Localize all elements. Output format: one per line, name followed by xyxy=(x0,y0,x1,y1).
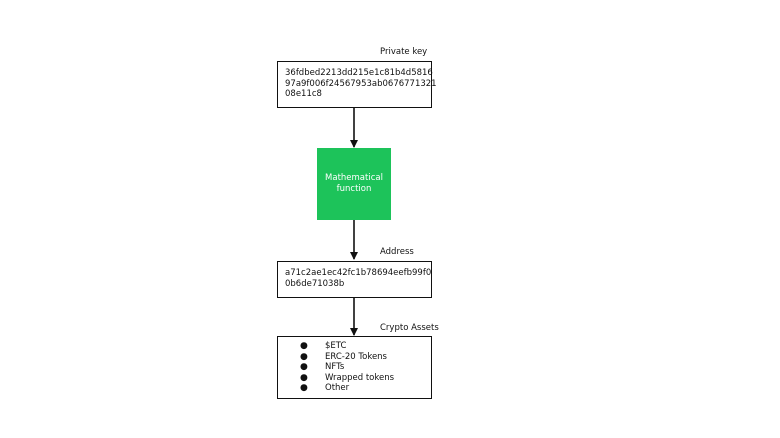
function-line-2: function xyxy=(336,184,372,194)
asset-label: Wrapped tokens xyxy=(325,372,395,383)
address-line-1: a71c2ae1ec42fc1b78694eefb99f0 xyxy=(285,268,432,278)
crypto-assets-list: ● $ETC ● ERC-20 Tokens ● NFTs ● Wrapped toke… xyxy=(278,341,431,394)
mathematical-function-box: Mathematical function xyxy=(317,148,391,220)
bullet-icon: ● xyxy=(300,351,308,362)
asset-label: Other xyxy=(325,383,350,394)
address-box: a71c2ae1ec42fc1b78694eefb99f0 0b6de71038… xyxy=(277,261,432,298)
bullet-icon: ● xyxy=(300,372,308,383)
private-key-line-1: 36fdbed2213dd215e1c81b4d5816 xyxy=(285,68,433,78)
list-item: ● Other xyxy=(278,383,431,394)
private-key-line-2: 97a9f006f24567953ab0676771321 xyxy=(285,78,437,89)
bullet-icon: ● xyxy=(300,383,308,394)
private-key-line-3: 08e11c8 xyxy=(285,89,322,99)
asset-label: $ETC xyxy=(325,341,347,351)
private-key-label: Private key xyxy=(380,47,428,57)
crypto-assets-box: ● $ETC ● ERC-20 Tokens ● NFTs ● Wrapped toke… xyxy=(277,336,432,399)
asset-label: ERC-20 Tokens xyxy=(325,351,387,362)
crypto-assets-label: Crypto Assets xyxy=(380,323,439,333)
list-item: ● Wrapped tokens xyxy=(278,373,431,384)
list-item: ● NFTs xyxy=(278,362,431,373)
address-label: Address xyxy=(380,247,414,257)
asset-label: NFTs xyxy=(325,362,345,373)
function-line-1: Mathematical xyxy=(325,173,383,183)
address-line-2: 0b6de71038b xyxy=(285,278,345,289)
private-key-box: 36fdbed2213dd215e1c81b4d5816 97a9f006f24… xyxy=(277,61,437,108)
list-item: ● ERC-20 Tokens xyxy=(278,352,431,363)
bullet-icon: ● xyxy=(300,362,308,373)
list-item: ● $ETC xyxy=(278,341,431,352)
bullet-icon: ● xyxy=(300,341,308,351)
